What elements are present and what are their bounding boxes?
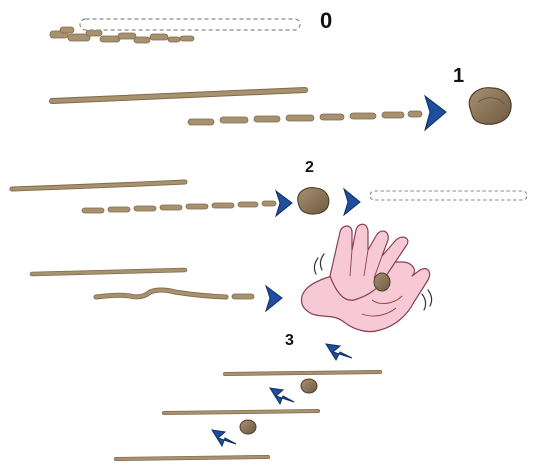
clay-ball-icon [298,188,329,214]
step-0: 0 [50,8,332,43]
arrow-icon [276,191,292,216]
segmented-rope [188,111,422,125]
arrow-icon [344,189,360,215]
rope-outline [370,191,527,200]
hands-rolling-icon [301,224,429,331]
step-1: 1 [52,65,511,130]
step-label: 3 [285,332,294,349]
step-label: 2 [305,159,314,176]
clay-ball-icon [469,88,511,125]
step-label: 1 [453,65,464,87]
step-label: 0 [320,8,332,33]
arrow-icon [212,430,236,446]
arrow-icon [270,388,294,404]
clay-ball-icon [301,379,317,393]
segmented-rope [82,201,276,213]
step-3: 3 [116,332,380,459]
clay-ball-icon [374,273,390,291]
arrow-icon [425,96,446,130]
arrow-icon [326,344,352,360]
step-3-rolling [32,224,432,331]
clay-ball-icon [240,420,256,434]
step-2: 2 [12,159,527,216]
arrow-icon [266,286,282,311]
rope-outline [80,19,300,30]
